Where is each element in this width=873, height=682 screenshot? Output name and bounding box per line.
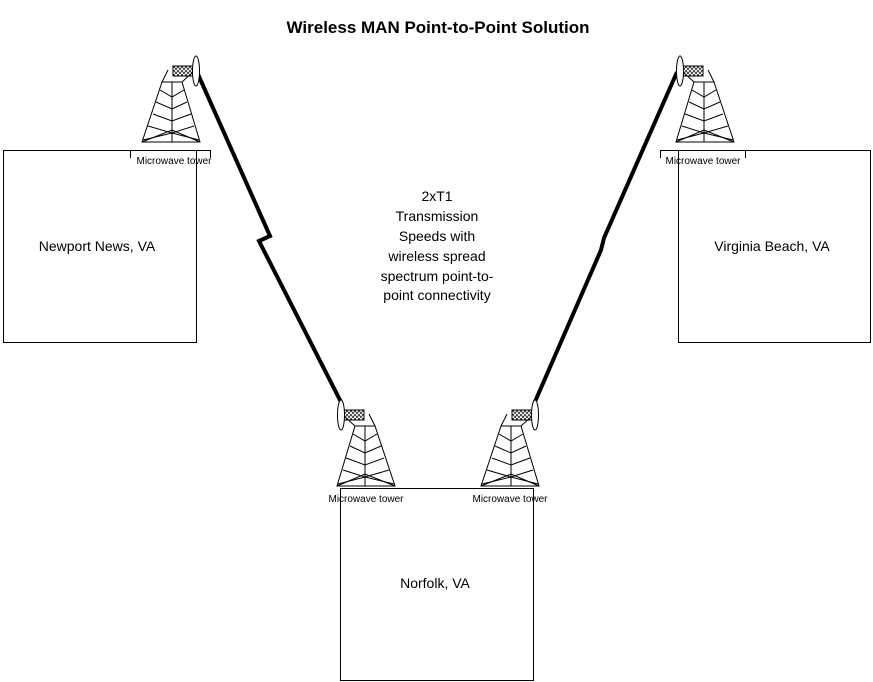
description-line: point connectivity (383, 287, 490, 303)
site-name-newport-news: Newport News, VA (39, 238, 156, 254)
site-name-norfolk: Norfolk, VA (400, 575, 470, 591)
tower-label-norfolk-right: Microwave tower (472, 494, 548, 505)
tower-label-norfolk-left: Microwave tower (328, 494, 404, 505)
microwave-tower-icon (480, 399, 540, 487)
site-box-virginia-beach (678, 150, 871, 343)
microwave-tower-icon (336, 399, 396, 487)
description-line: spectrum point-to- (381, 268, 494, 284)
description-line: Transmission (396, 208, 479, 224)
site-name-virginia-beach: Virginia Beach, VA (714, 238, 830, 254)
description-line: wireless spread (387, 248, 485, 264)
microwave-tower-icon (141, 55, 201, 143)
link-description: 2xT1 Transmission Speeds with wireless s… (381, 188, 494, 303)
description-line: Speeds with (399, 228, 475, 244)
site-box-newport-news (3, 150, 197, 343)
lightning-link-icon (195, 71, 344, 405)
tower-label-virginia-beach: Microwave tower (665, 156, 741, 167)
microwave-tower-icon (675, 55, 735, 143)
lightning-link-icon (532, 71, 679, 405)
tower-label-newport-news: Microwave tower (136, 156, 212, 167)
description-line: 2xT1 (421, 188, 452, 204)
diagram-title: Wireless MAN Point-to-Point Solution (287, 18, 590, 37)
